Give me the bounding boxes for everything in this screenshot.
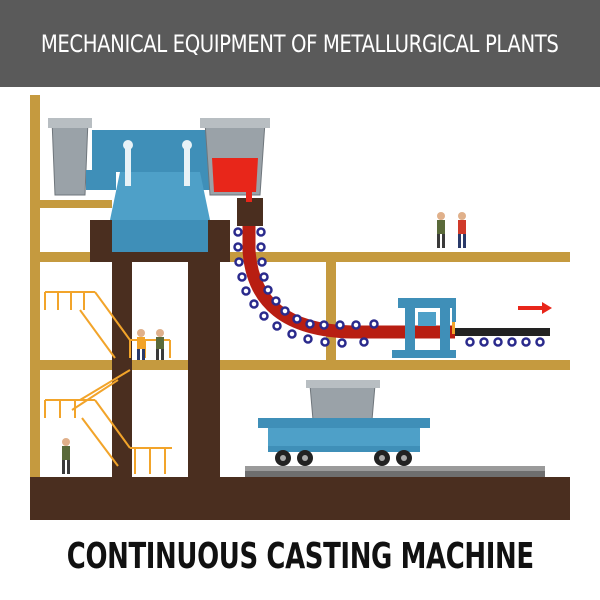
cast-strand [242, 226, 455, 339]
worker-icon [137, 329, 145, 360]
page-title: MECHANICAL EQUIPMENT OF METALLURGICAL PL… [41, 29, 559, 58]
ladle-icon [200, 118, 270, 196]
staircase [44, 291, 172, 474]
direction-arrow-icon [518, 302, 552, 314]
rail-base [245, 471, 545, 477]
worker-icon [62, 438, 70, 474]
worker-icon [156, 329, 164, 360]
conveyor-line [455, 328, 550, 336]
building-frame [30, 95, 570, 477]
worker-icon [458, 212, 466, 248]
ladle-turret [48, 118, 222, 252]
ground-floor [30, 477, 570, 520]
diagram-caption: CONTINUOUS CASTING MACHINE [66, 535, 534, 577]
nozzle [246, 190, 252, 202]
header-banner: MECHANICAL EQUIPMENT OF METALLURGICAL PL… [0, 0, 600, 87]
worker-icon [437, 212, 445, 248]
casting-scene [30, 95, 570, 520]
caption-banner: CONTINUOUS CASTING MACHINE [0, 520, 600, 592]
roller-group [233, 227, 545, 348]
torch-cutter-icon [392, 298, 456, 358]
rail-track [245, 466, 545, 471]
transfer-car-icon [258, 380, 430, 466]
tundish [237, 198, 263, 226]
